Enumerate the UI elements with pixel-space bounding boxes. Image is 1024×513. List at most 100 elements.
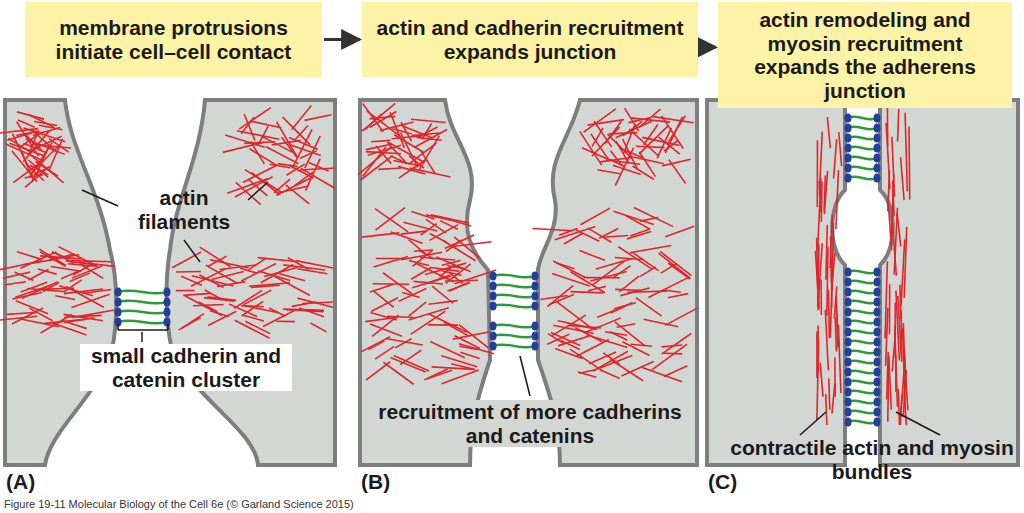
leader-line bbox=[248, 182, 268, 200]
catenin bbox=[874, 348, 881, 357]
cadherin bbox=[493, 285, 535, 288]
actin-filament bbox=[182, 314, 204, 329]
actin-filament bbox=[258, 126, 268, 146]
cadherin bbox=[848, 137, 877, 140]
catenin bbox=[874, 408, 881, 417]
cadherin bbox=[493, 275, 535, 278]
actin-filament bbox=[266, 147, 298, 164]
catenin bbox=[845, 134, 852, 143]
actin-filament bbox=[305, 136, 320, 168]
actin-bundle bbox=[826, 394, 827, 425]
catenin bbox=[490, 332, 497, 341]
catenin bbox=[490, 282, 497, 291]
actin-filament bbox=[72, 266, 102, 278]
cell-membrane bbox=[166, 100, 335, 465]
catenin bbox=[845, 174, 852, 183]
cadherin bbox=[118, 301, 167, 304]
catenin bbox=[532, 342, 539, 351]
actin-filament bbox=[240, 268, 257, 273]
actin-filament bbox=[603, 235, 628, 237]
actin-filament bbox=[176, 290, 195, 292]
cadherin bbox=[848, 167, 877, 170]
actin-filament bbox=[665, 308, 697, 325]
actin-filament bbox=[600, 356, 632, 368]
actin-filament bbox=[640, 218, 659, 222]
actin-filament bbox=[225, 135, 265, 147]
actin-filament bbox=[283, 309, 324, 310]
catenin bbox=[115, 308, 122, 317]
actin-filament bbox=[380, 122, 413, 131]
cell-membrane bbox=[707, 100, 845, 465]
actin-filament bbox=[653, 117, 694, 123]
actin-filament bbox=[279, 274, 306, 281]
actin-filament bbox=[181, 276, 202, 285]
actin-filament bbox=[243, 290, 271, 304]
actin-filament bbox=[623, 139, 638, 169]
actin-filament bbox=[441, 356, 477, 367]
actin-filament bbox=[362, 103, 395, 131]
actin-filament bbox=[300, 151, 317, 158]
actin-filament bbox=[442, 271, 462, 275]
actin-filament bbox=[401, 252, 442, 259]
actin-bundle bbox=[903, 370, 906, 417]
cadherin bbox=[848, 281, 877, 284]
catenin bbox=[845, 308, 852, 317]
actin-filament bbox=[612, 266, 630, 278]
catenin bbox=[845, 378, 852, 387]
cadherin bbox=[848, 401, 877, 404]
actin-filament bbox=[453, 332, 490, 339]
actin-filament bbox=[431, 215, 469, 223]
actin-filament bbox=[250, 121, 282, 128]
catenin bbox=[874, 398, 881, 407]
actin-filament bbox=[668, 116, 685, 143]
actin-bundle bbox=[892, 137, 895, 197]
actin-bundle bbox=[900, 285, 901, 320]
catenin bbox=[874, 174, 881, 183]
cadherin bbox=[848, 361, 877, 364]
actin-filament bbox=[301, 168, 335, 188]
leader-line bbox=[118, 329, 168, 331]
catenin bbox=[532, 322, 539, 331]
cadherin bbox=[848, 391, 877, 394]
actin-filament bbox=[596, 259, 633, 269]
actin-filament bbox=[0, 129, 38, 133]
catenin bbox=[874, 378, 881, 387]
actin-filament bbox=[664, 366, 688, 377]
header-text: actin and cadherin recruitment expands j… bbox=[372, 16, 688, 63]
cadherin bbox=[848, 371, 877, 374]
cadherin bbox=[118, 311, 167, 314]
catenin bbox=[490, 302, 497, 311]
actin-filament bbox=[432, 367, 473, 369]
actin-filament bbox=[628, 117, 651, 122]
actin-bundle bbox=[904, 227, 907, 298]
actin-filament bbox=[191, 269, 226, 286]
actin-filament bbox=[665, 226, 694, 236]
actin-bundle bbox=[820, 280, 822, 315]
catenin bbox=[532, 282, 539, 291]
actin-bundle bbox=[898, 109, 899, 141]
actin-filament bbox=[592, 127, 620, 156]
actin-filament bbox=[644, 124, 658, 145]
actin-filament bbox=[27, 289, 65, 292]
catenin bbox=[845, 408, 852, 417]
cadherin bbox=[848, 117, 877, 120]
actin-filament bbox=[394, 356, 429, 372]
catenin bbox=[490, 272, 497, 281]
actin-filament bbox=[430, 234, 447, 243]
actin-filament bbox=[662, 345, 683, 347]
panel-ground bbox=[5, 100, 335, 465]
actin-filament bbox=[632, 157, 664, 164]
actin-filament bbox=[589, 352, 616, 364]
actin-bundle bbox=[905, 113, 907, 192]
actin-filament bbox=[448, 283, 470, 291]
actin-filament bbox=[399, 288, 427, 301]
leader-line bbox=[82, 190, 118, 206]
catenin bbox=[845, 368, 852, 377]
cadherin bbox=[848, 177, 877, 180]
actin-filament bbox=[297, 298, 333, 307]
actin-filament bbox=[579, 251, 605, 261]
actin-filament bbox=[430, 267, 459, 271]
actin-filament bbox=[358, 147, 391, 175]
actin-filament bbox=[409, 302, 427, 316]
header-text: actin remodeling and myosin recruitment … bbox=[728, 8, 1002, 102]
